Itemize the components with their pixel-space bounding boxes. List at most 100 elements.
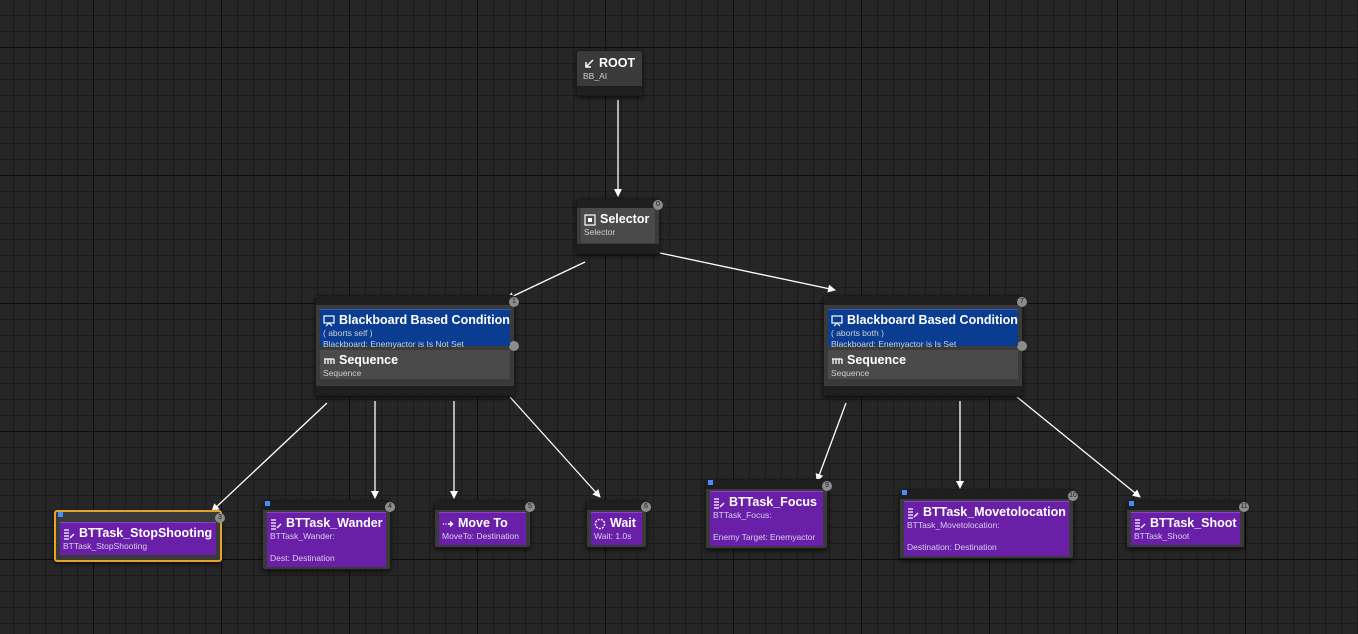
right-decorator[interactable]: Blackboard Based Condition ( aborts both… bbox=[828, 309, 1018, 349]
task-moveto-subtitle: MoveTo: Destination bbox=[442, 531, 520, 541]
breakpoint-marker bbox=[58, 512, 63, 517]
root-subtitle: BB_AI bbox=[583, 71, 608, 81]
task-wander-line1: BTTask_Wander: bbox=[270, 531, 335, 541]
selector-node[interactable]: 0 Selector Selector bbox=[576, 198, 663, 254]
task-focus-input-pin[interactable] bbox=[706, 480, 827, 489]
task-wander-input-pin[interactable] bbox=[263, 501, 390, 510]
left-sequence-input-pin[interactable] bbox=[316, 296, 514, 305]
breakpoint-marker bbox=[265, 501, 270, 506]
right-decorator-title: Blackboard Based Condition bbox=[847, 313, 1018, 327]
execution-index-badge: 9 bbox=[822, 481, 832, 491]
edge-left-wait bbox=[509, 396, 601, 498]
root-node[interactable]: ROOT BB_AI bbox=[576, 50, 643, 96]
task-wander-title-row: BTTask_Wander bbox=[270, 516, 383, 531]
task-wander-node[interactable]: 4 BTTask_Wander BTTask_Wander: Dest: Des… bbox=[262, 500, 395, 570]
right-sequence-subtitle: Sequence bbox=[831, 368, 870, 378]
left-decorator-title: Blackboard Based Condition bbox=[339, 313, 510, 327]
selector-output-pin[interactable] bbox=[577, 244, 659, 253]
task-movetolocation-line1: BTTask_Movetolocation: bbox=[907, 520, 1000, 530]
task-wander-body: BTTask_Wander BTTask_Wander: Dest: Desti… bbox=[267, 512, 386, 567]
root-title: ROOT bbox=[599, 56, 636, 70]
edge-right-shoot bbox=[1016, 396, 1141, 498]
move-to-icon bbox=[443, 520, 454, 527]
task-wait-subtitle: Wait: 1.0s bbox=[594, 531, 632, 541]
right-decorator-abort: ( aborts both ) bbox=[831, 328, 884, 338]
edge-selector-left bbox=[506, 261, 586, 300]
sequence-icon bbox=[324, 357, 335, 364]
task-focus-node[interactable]: 9 BTTask_Focus BTTask_Focus: Enemy Targe… bbox=[705, 479, 832, 549]
edge-right-focus bbox=[815, 402, 847, 482]
task-wait-title-row: Wait bbox=[594, 516, 639, 531]
task-wander-title: BTTask_Wander bbox=[286, 516, 383, 530]
task-wait-body: Wait Wait: 1.0s bbox=[591, 512, 642, 545]
task-shoot-title-row: BTTask_Shoot bbox=[1134, 516, 1237, 531]
task-focus-title: BTTask_Focus bbox=[729, 495, 817, 509]
root-title-row: ROOT bbox=[583, 56, 635, 71]
task-moveto-title: Move To bbox=[458, 516, 508, 530]
task-movetolocation-title: BTTask_Movetolocation bbox=[923, 505, 1066, 519]
left-sequence-body: Sequence Sequence bbox=[320, 350, 510, 379]
right-sequence-title: Sequence bbox=[847, 353, 907, 367]
sequence-icon bbox=[832, 357, 843, 364]
task-wait-input-pin[interactable] bbox=[587, 501, 646, 510]
task-focus-line2: Enemy Target: Enemyactor bbox=[713, 532, 816, 542]
execution-index-badge: 4 bbox=[385, 502, 395, 512]
decorator-icon bbox=[323, 314, 335, 326]
task-icon bbox=[908, 507, 919, 519]
decorator-index-badge bbox=[1017, 341, 1027, 351]
task-shoot-body: BTTask_Shoot BTTask_Shoot bbox=[1131, 512, 1240, 545]
left-sequence-subtitle: Sequence bbox=[323, 368, 362, 378]
execution-index-badge: 11 bbox=[1239, 502, 1249, 512]
selector-title-row: Selector bbox=[584, 212, 652, 227]
task-movetolocation-line2: Destination: Destination bbox=[907, 542, 997, 552]
task-focus-line1: BTTask_Focus: bbox=[713, 510, 772, 520]
task-movetolocation-input-pin[interactable] bbox=[900, 490, 1073, 499]
selector-subtitle: Selector bbox=[584, 227, 616, 237]
task-moveto-title-row: Move To bbox=[442, 516, 523, 531]
task-stopshooting-node[interactable]: 3 BTTask_StopShooting BTTask_StopShootin… bbox=[54, 510, 225, 562]
task-icon bbox=[714, 497, 725, 509]
task-movetolocation-title-row: BTTask_Movetolocation bbox=[907, 505, 1066, 520]
left-sequence-node[interactable]: 1 Blackboard Based Condition ( aborts se… bbox=[315, 295, 519, 396]
selector-icon bbox=[584, 213, 596, 226]
right-sequence-input-pin[interactable] bbox=[824, 296, 1022, 305]
left-decorator-condition: Blackboard: Enemyactor is Is Not Set bbox=[323, 339, 464, 349]
task-moveto-input-pin[interactable] bbox=[435, 501, 530, 510]
task-moveto-node[interactable]: 5 Move To MoveTo: Destination bbox=[434, 500, 535, 548]
task-wait-node[interactable]: 6 Wait Wait: 1.0s bbox=[586, 500, 651, 548]
task-wait-title: Wait bbox=[610, 516, 636, 530]
task-icon bbox=[1135, 518, 1146, 530]
task-focus-title-row: BTTask_Focus bbox=[713, 495, 820, 510]
edge-selector-right bbox=[659, 252, 836, 293]
breakpoint-marker bbox=[1129, 501, 1134, 506]
left-sequence-title: Sequence bbox=[339, 353, 399, 367]
right-sequence-output-pin[interactable] bbox=[824, 386, 1022, 395]
selector-input-pin[interactable] bbox=[577, 199, 659, 208]
left-decorator-title-row: Blackboard Based Condition bbox=[323, 313, 510, 328]
execution-index-badge: 1 bbox=[509, 297, 519, 307]
root-output-pin[interactable] bbox=[577, 86, 642, 95]
right-decorator-condition: Blackboard: Enemyactor is Is Set bbox=[831, 339, 957, 349]
left-sequence-output-pin[interactable] bbox=[316, 386, 514, 395]
root-icon bbox=[585, 58, 594, 68]
right-sequence-node[interactable]: 7 Blackboard Based Condition ( aborts bo… bbox=[823, 295, 1027, 396]
task-movetolocation-body: BTTask_Movetolocation BTTask_Movetolocat… bbox=[904, 501, 1069, 556]
right-decorator-title-row: Blackboard Based Condition bbox=[831, 313, 1018, 328]
task-shoot-input-pin[interactable] bbox=[1127, 501, 1244, 510]
decorator-index-badge bbox=[509, 341, 519, 351]
breakpoint-marker bbox=[708, 480, 713, 485]
execution-index-badge: 6 bbox=[641, 502, 651, 512]
selector-body: Selector Selector bbox=[581, 208, 655, 243]
task-icon bbox=[271, 518, 282, 530]
task-icon bbox=[64, 528, 75, 540]
task-shoot-node[interactable]: 11 BTTask_Shoot BTTask_Shoot bbox=[1126, 500, 1249, 548]
task-shoot-subtitle: BTTask_Shoot bbox=[1134, 531, 1190, 541]
right-sequence-title-row: Sequence bbox=[831, 353, 1015, 368]
task-movetolocation-node[interactable]: 10 BTTask_Movetolocation BTTask_Movetolo… bbox=[899, 489, 1078, 559]
left-decorator[interactable]: Blackboard Based Condition ( aborts self… bbox=[320, 309, 510, 349]
edge-left-stopshooting bbox=[211, 402, 328, 512]
execution-index-badge: 3 bbox=[215, 513, 225, 523]
execution-index-badge: 10 bbox=[1068, 491, 1078, 501]
execution-index-badge: 7 bbox=[1017, 297, 1027, 307]
execution-index-badge: 0 bbox=[653, 200, 663, 210]
